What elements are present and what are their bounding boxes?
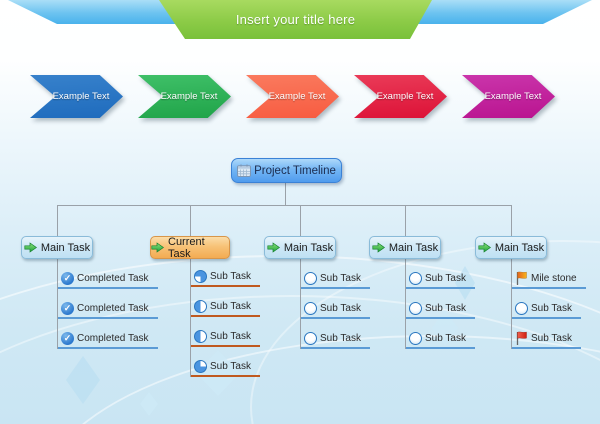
main-task-label: Main Task xyxy=(494,241,545,254)
current-task-label: Current Task xyxy=(168,235,205,260)
task-label: Sub Task xyxy=(531,333,572,344)
sub-task-item[interactable]: Sub Task xyxy=(301,272,370,289)
sub-task-item[interactable]: Sub Task xyxy=(191,360,260,377)
pie-75-icon xyxy=(194,270,207,283)
task-label: Sub Task xyxy=(425,303,466,314)
sub-task-item[interactable]: Sub Task xyxy=(512,302,581,319)
sub-task-item[interactable]: Sub Task xyxy=(301,332,370,349)
main-task-label: Main Task xyxy=(40,241,91,254)
task-label: Sub Task xyxy=(210,301,251,312)
project-timeline-node[interactable]: Project Timeline xyxy=(231,158,342,183)
diamond-decoration xyxy=(455,266,475,300)
title-banner[interactable]: Insert your title here xyxy=(159,0,432,39)
chevron-arrow-2[interactable]: Example Text xyxy=(138,75,231,118)
green-arrow-icon xyxy=(151,242,164,253)
sub-task-item[interactable]: Sub Task xyxy=(406,302,475,319)
chevron-arrow-5[interactable]: Example Text xyxy=(462,75,555,118)
completed-task-item[interactable]: Completed Task xyxy=(58,272,158,289)
sub-task-item[interactable]: Sub Task xyxy=(191,270,260,287)
empty-circle-icon xyxy=(409,332,422,345)
calendar-icon xyxy=(237,164,252,177)
pie-25-icon xyxy=(194,360,207,373)
empty-circle-icon xyxy=(304,272,317,285)
connector-rail xyxy=(511,258,512,349)
chevron-label: Example Text xyxy=(160,91,218,102)
completed-task-item[interactable]: Completed Task xyxy=(58,332,158,349)
sub-task-item[interactable]: Sub Task xyxy=(512,331,581,349)
connector-line xyxy=(190,205,191,237)
chevron-label: Example Text xyxy=(376,91,434,102)
project-timeline-label: Project Timeline xyxy=(254,164,336,177)
sub-task-item[interactable]: Sub Task xyxy=(301,302,370,319)
connector-line xyxy=(57,205,58,237)
task-label: Completed Task xyxy=(77,333,149,344)
task-label: Sub Task xyxy=(210,271,251,282)
empty-circle-icon xyxy=(304,302,317,315)
chevron-arrow-1[interactable]: Example Text xyxy=(30,75,123,118)
task-label: Sub Task xyxy=(210,361,251,372)
main-task-label: Main Task xyxy=(388,241,439,254)
sub-task-item[interactable]: Sub Task xyxy=(191,300,260,317)
main-task-node-3[interactable]: Main Task xyxy=(264,236,336,259)
green-arrow-icon xyxy=(24,242,37,253)
chevron-label: Example Text xyxy=(484,91,542,102)
gold-flag-icon xyxy=(516,271,527,285)
check-circle-icon xyxy=(61,272,74,285)
sub-task-item[interactable]: Sub Task xyxy=(406,272,475,289)
task-label: Sub Task xyxy=(531,303,572,314)
sub-task-item[interactable]: Sub Task xyxy=(191,330,260,347)
green-arrow-icon xyxy=(478,242,491,253)
check-circle-icon xyxy=(61,302,74,315)
pie-50-icon xyxy=(194,300,207,313)
green-arrow-icon xyxy=(267,242,280,253)
connector-line xyxy=(300,205,301,237)
diamond-decoration xyxy=(140,392,158,416)
task-label: Completed Task xyxy=(77,303,149,314)
connector-rail xyxy=(190,258,191,377)
page-title: Insert your title here xyxy=(235,12,356,27)
empty-circle-icon xyxy=(409,272,422,285)
task-label: Sub Task xyxy=(425,273,466,284)
main-task-node-1[interactable]: Main Task xyxy=(21,236,93,259)
connector-line xyxy=(405,205,406,237)
chevron-label: Example Text xyxy=(52,91,110,102)
task-label: Sub Task xyxy=(210,331,251,342)
empty-circle-icon xyxy=(304,332,317,345)
connector-rail xyxy=(57,258,58,349)
milestone-item[interactable]: Mile stone xyxy=(512,271,586,289)
red-flag-icon xyxy=(516,331,527,345)
completed-task-item[interactable]: Completed Task xyxy=(58,302,158,319)
connector-line xyxy=(285,183,286,205)
task-label: Sub Task xyxy=(320,273,361,284)
empty-circle-icon xyxy=(515,302,528,315)
chevron-label: Example Text xyxy=(268,91,326,102)
task-label: Sub Task xyxy=(320,333,361,344)
chevron-arrow-4[interactable]: Example Text xyxy=(354,75,447,118)
green-arrow-icon xyxy=(372,242,385,253)
empty-circle-icon xyxy=(409,302,422,315)
task-label: Mile stone xyxy=(531,273,577,284)
connector-line xyxy=(511,205,512,237)
connector-line xyxy=(57,205,512,206)
main-task-node-4[interactable]: Main Task xyxy=(369,236,441,259)
pie-50-icon xyxy=(194,330,207,343)
task-label: Completed Task xyxy=(77,273,149,284)
main-task-label: Main Task xyxy=(283,241,334,254)
connector-rail xyxy=(405,258,406,349)
check-circle-icon xyxy=(61,332,74,345)
task-label: Sub Task xyxy=(320,303,361,314)
connector-rail xyxy=(300,258,301,349)
chevron-arrow-3[interactable]: Example Text xyxy=(246,75,339,118)
task-label: Sub Task xyxy=(425,333,466,344)
current-task-node[interactable]: Current Task xyxy=(150,235,230,260)
main-task-node-5[interactable]: Main Task xyxy=(475,236,547,259)
sub-task-item[interactable]: Sub Task xyxy=(406,332,475,349)
